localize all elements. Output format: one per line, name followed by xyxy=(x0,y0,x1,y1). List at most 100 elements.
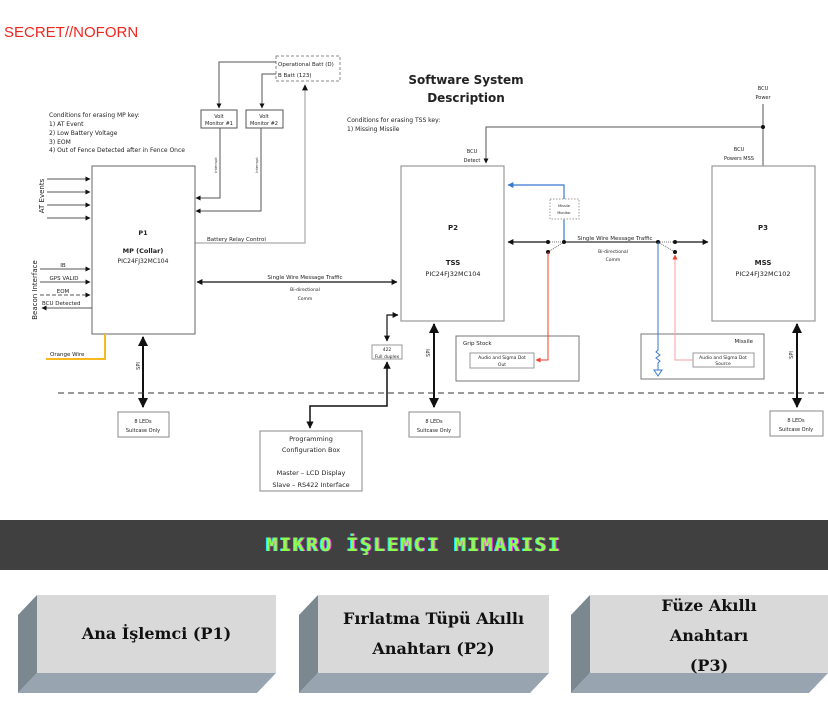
diagram-title-line2: Description xyxy=(427,91,505,105)
bcu-detected-signal-label: BCU Detected xyxy=(42,301,81,307)
card-firlatma-tupu: Fırlatma Tüpü Akıllı Anahtarı (P2) xyxy=(318,595,549,673)
processor-cards: Ana İşlemci (P1) Fırlatma Tüpü Akıllı An… xyxy=(0,590,828,720)
full-duplex-label: 422 xyxy=(383,347,392,353)
bcu-power-label: Power xyxy=(755,95,771,101)
audio-source-red-line xyxy=(672,254,693,361)
p2-name: TSS xyxy=(446,259,461,267)
at-events-label: AT Events xyxy=(38,178,46,213)
led-box-p2: 8 LEDs Suitcase Only xyxy=(408,411,461,438)
tss-condition: 1) Missing Missile xyxy=(347,126,400,133)
missile-monitor-resistor xyxy=(655,242,661,370)
diagram-title-line1: Software System xyxy=(408,73,523,87)
b-batt-line xyxy=(259,73,276,109)
card-2-face xyxy=(318,595,549,673)
p2-id: P2 xyxy=(448,224,458,232)
card-3-label-line: Füze Akıllı xyxy=(661,596,757,615)
interrupt-line-2 xyxy=(195,128,262,214)
missile-monitor-label: Monitor xyxy=(557,211,571,215)
audio-out-red-line xyxy=(535,252,549,363)
spi-label-p3: SPI xyxy=(789,351,795,359)
audio-sigma-out-label: Out xyxy=(498,362,506,368)
bidir-label-2: Comm xyxy=(606,257,621,263)
p2-box xyxy=(400,165,505,322)
card-2-label-line: Fırlatma Tüpü Akıllı xyxy=(342,609,525,628)
led-label: 8 LEDs xyxy=(425,419,443,425)
missile-monitor-label: Missile xyxy=(558,204,570,208)
bidir-label-1: Bi-directional xyxy=(290,287,320,293)
bcu-powers-mss-label: Powers MSS xyxy=(724,156,754,162)
orange-wire-label: Orange Wire xyxy=(50,352,85,358)
card-1-bottom xyxy=(18,673,276,693)
ib-signal-label: IB xyxy=(60,263,66,269)
tss-erase-conditions: Conditions for erasing TSS key: 1) Missi… xyxy=(347,117,440,133)
p1-box xyxy=(91,165,196,335)
volt-monitor-1 xyxy=(200,109,238,129)
duplex-to-p2-line xyxy=(384,312,399,342)
switch-blade xyxy=(657,241,676,253)
card-1-face xyxy=(37,595,276,673)
programming-box xyxy=(259,430,363,492)
p3-box xyxy=(711,165,816,322)
interrupt-line-1 xyxy=(195,128,221,201)
software-system-diagram: Software System Description Conditions f… xyxy=(31,55,828,492)
card-3-face xyxy=(590,595,828,673)
programming-box-label: Slave – RS422 Interface xyxy=(272,481,349,489)
full-duplex-box xyxy=(371,344,403,360)
battery-b-label: B Batt (123) xyxy=(278,73,312,79)
volt-monitor-2 xyxy=(245,109,284,129)
led-label: Suitcase Only xyxy=(417,428,451,434)
bidir-label-1: Comm xyxy=(298,296,313,302)
mp-condition: 1) AT Event xyxy=(49,121,84,128)
interrupt-label: Interrupt xyxy=(255,157,259,173)
programming-box-label: Configuration Box xyxy=(282,446,340,454)
operational-batt-line xyxy=(216,61,276,109)
audio-sigma-source-label: Audio and Sigma Dot xyxy=(699,355,747,361)
card-2-bottom xyxy=(299,673,549,693)
p2-chip: PIC24FJ32MC104 xyxy=(425,270,480,278)
card-3-side xyxy=(571,595,590,693)
volt-monitor-1-label: Monitor #1 xyxy=(205,121,233,127)
bcu-detect-label: BCU xyxy=(467,149,478,155)
audio-sigma-out-box xyxy=(469,352,535,369)
duplex-to-prog-box-line xyxy=(306,361,391,429)
bcu-power-label: BCU xyxy=(758,86,769,92)
mp-condition: 3) EOM xyxy=(49,139,71,146)
card-ana-islemci: Ana İşlemci (P1) xyxy=(37,595,276,673)
mp-condition: 2) Low Battery Voltage xyxy=(49,130,118,137)
programming-box-label: Master – LCD Display xyxy=(277,469,346,477)
mp-condition: 4) Out of Fence Detected after in Fence … xyxy=(49,147,185,154)
classification-marking: SECRET//NOFORN xyxy=(4,24,139,41)
card-2-side xyxy=(299,595,318,693)
p1-name: MP (Collar) xyxy=(123,247,164,255)
card-bevels xyxy=(18,595,828,693)
led-label: 8 LEDs xyxy=(787,418,805,424)
battery-relay-line xyxy=(194,84,308,244)
card-3-label-line: (P3) xyxy=(689,656,729,675)
bcu-detect-label: Detect xyxy=(464,158,481,164)
card-2-label-line: Anahtarı (P2) xyxy=(372,639,495,658)
spi-label-p1: SPI xyxy=(136,362,142,370)
p3-name: MSS xyxy=(755,259,772,267)
bcu-powers-mss-label: BCU xyxy=(734,147,745,153)
section-banner: MIKRO İŞLEMCI MIMARISI xyxy=(0,520,828,570)
swmt-label-1: Single Wire Message Traffic xyxy=(267,275,342,281)
full-duplex-label: Full duplex xyxy=(375,354,400,360)
mp-erase-conditions: Conditions for erasing MP key: 1) AT Eve… xyxy=(49,112,185,154)
orange-wire xyxy=(46,334,106,360)
led-label: Suitcase Only xyxy=(126,428,160,434)
tss-conditions-heading: Conditions for erasing TSS key: xyxy=(347,117,440,124)
grip-stock-title: Grip Stock xyxy=(463,341,492,347)
led-label: Suitcase Only xyxy=(779,427,813,433)
card-3-label-line: Anahtarı xyxy=(669,626,749,645)
swmt-label-2: Single Wire Message Traffic xyxy=(577,236,652,242)
card-fuze-akilli: Füze Akıllı Anahtarı (P3) xyxy=(590,590,828,682)
spi-label-p2: SPI xyxy=(426,349,432,357)
battery-relay-label: Battery Relay Control xyxy=(207,237,266,243)
audio-sigma-out-label: Audio and Sigma Dot xyxy=(478,355,526,361)
mp-conditions-heading: Conditions for erasing MP key: xyxy=(49,112,140,119)
beacon-interface-label: Beacon Interface xyxy=(31,260,39,320)
p3-id: P3 xyxy=(758,224,768,232)
p1-chip: PIC24FJ32MC104 xyxy=(118,258,169,265)
gps-valid-signal-label: GPS VALID xyxy=(50,276,79,282)
led-box-p1: 8 LEDs Suitcase Only xyxy=(117,411,170,438)
